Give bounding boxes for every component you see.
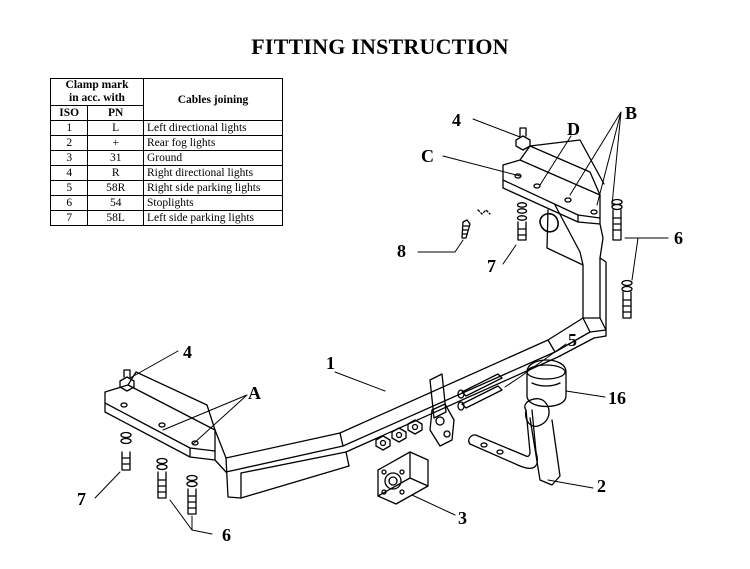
table-row: 7 58L Left side parking lights xyxy=(49,210,283,226)
cable-description-cell: Right side parking lights xyxy=(143,180,283,196)
bolts-right-side xyxy=(461,198,633,319)
callout-labels: 1 2 3 4 4 5 6 6 7 7 8 16 A B C D xyxy=(77,103,683,545)
cable-description-cell: Stoplights xyxy=(143,195,283,211)
callout-c: C xyxy=(421,146,434,166)
clamp-mark-header: Clamp mark in acc. with xyxy=(50,78,144,106)
iso-cell: 7 xyxy=(49,210,89,226)
right-mounting-bracket xyxy=(502,127,605,266)
callout-6-bottom: 6 xyxy=(222,525,231,545)
cable-description-cell: Right directional lights xyxy=(143,165,283,181)
callout-d: D xyxy=(567,119,580,139)
towball-arm xyxy=(468,398,561,486)
leader-lines xyxy=(94,111,669,535)
callout-a: A xyxy=(248,383,261,403)
cable-description-cell: Left side parking lights xyxy=(143,210,283,226)
page-title: FITTING INSTRUCTION xyxy=(251,34,509,59)
callout-4-top: 4 xyxy=(452,110,461,130)
clamp-mark-header-line2: in acc. with xyxy=(69,92,125,104)
crossbar-beam xyxy=(225,257,607,499)
pn-cell: 58L xyxy=(87,210,144,226)
cables-joining-table: Clamp mark in acc. with Cables joining I… xyxy=(49,78,283,226)
hitch-mounting-plates xyxy=(375,373,503,451)
table-row: 4 R Right directional lights xyxy=(49,165,283,181)
pn-header: PN xyxy=(87,105,144,121)
callout-16: 16 xyxy=(608,388,626,408)
iso-cell: 4 xyxy=(49,165,89,181)
socket-plate xyxy=(377,451,429,505)
clamp-mark-header-line1: Clamp mark xyxy=(65,79,129,91)
callout-b: B xyxy=(625,103,637,123)
callout-5: 5 xyxy=(568,330,577,350)
table-header-row: Clamp mark in acc. with Cables joining xyxy=(50,78,283,121)
callout-4-left: 4 xyxy=(183,342,192,362)
callout-8: 8 xyxy=(397,241,406,261)
cables-joining-header: Cables joining xyxy=(143,78,283,121)
callout-7-left: 7 xyxy=(77,489,86,509)
pn-cell: 58R xyxy=(87,180,144,196)
table-row: 6 54 Stoplights xyxy=(49,195,283,211)
callout-1: 1 xyxy=(326,353,335,373)
callout-3: 3 xyxy=(458,508,467,528)
left-mounting-bracket xyxy=(104,369,227,473)
callout-6-right: 6 xyxy=(674,228,683,248)
table-row: 5 58R Right side parking lights xyxy=(49,180,283,196)
callout-2: 2 xyxy=(597,476,606,496)
bolts-left-side xyxy=(120,431,198,515)
callout-7-top: 7 xyxy=(487,256,496,276)
